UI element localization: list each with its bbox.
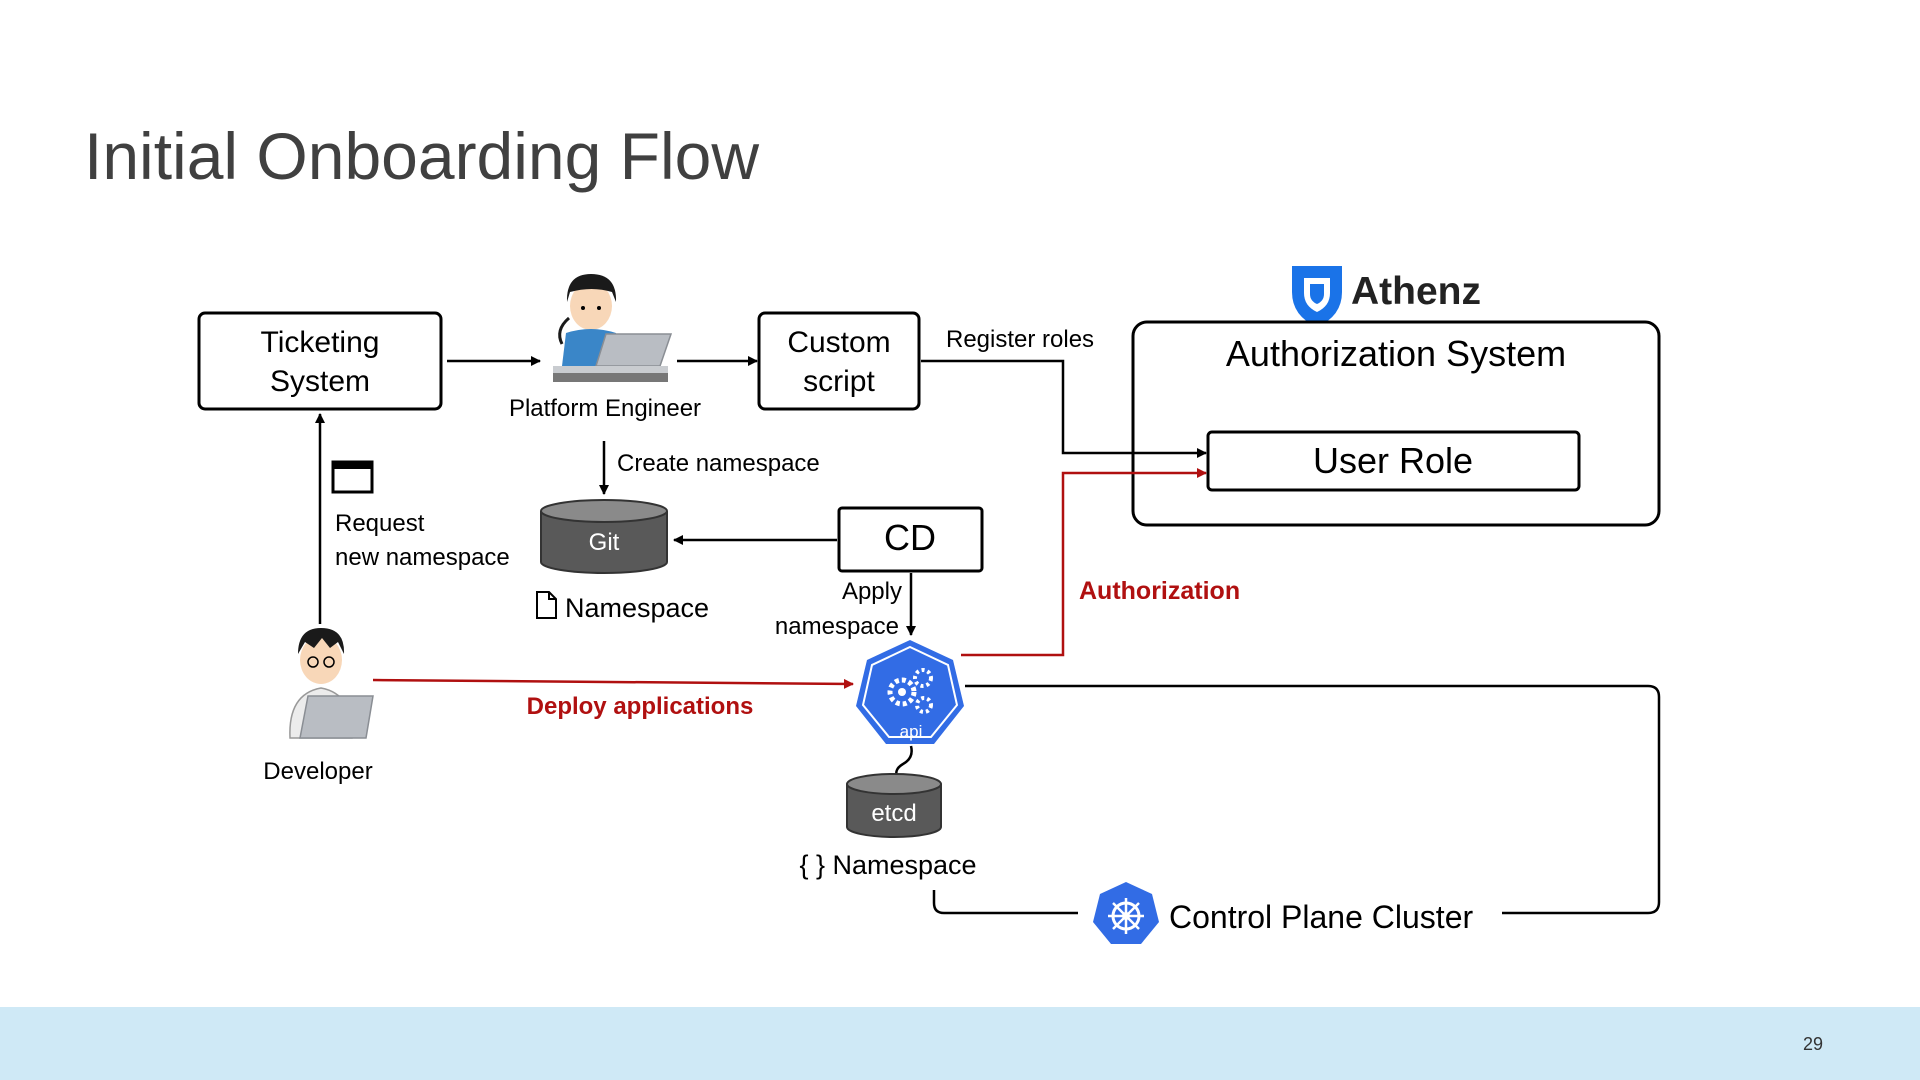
control-plane-cluster-label: Control Plane Cluster [1169,899,1473,935]
arrow-deploy-applications [372,678,854,689]
kubernetes-icon [1093,882,1159,944]
authorization-label: Authorization [1079,577,1240,605]
request-label-line1: Request [335,510,425,537]
page-title: Initial Onboarding Flow [84,119,760,193]
request-label-line2: new namespace [335,544,510,571]
browser-window-icon [331,460,374,494]
svg-text:Custom: Custom [787,326,890,359]
arrow-authorization [961,468,1207,657]
platform-engineer-label: Platform Engineer [509,395,701,422]
ticketing-system-box: Ticketing System [197,311,443,411]
etcd-namespace-label: { } Namespace [799,850,976,880]
arrow-register-roles [921,359,1207,458]
document-icon [536,591,557,619]
cd-box: CD [837,506,984,573]
user-role-box: User Role [1206,430,1581,492]
custom-script-box: Custom script [757,311,921,411]
create-namespace-label: Create namespace [617,450,820,477]
svg-text:User Role: User Role [1313,440,1473,481]
apply-label-line1: Apply [842,578,902,605]
developer-icon [289,628,374,739]
svg-text:Athenz: Athenz [1351,270,1481,313]
register-roles-label: Register roles [946,326,1094,353]
page-number: 29 [1802,1034,1823,1054]
git-repository: Git [540,499,668,574]
svg-text:CD: CD [884,517,936,558]
svg-text:Ticketing: Ticketing [261,326,380,359]
developer-label: Developer [263,758,372,785]
api-server-icon: api [856,640,964,744]
apply-label-line2: namespace [775,613,899,640]
control-plane-bracket-right [965,684,1661,915]
svg-text:api: api [900,722,923,741]
svg-text:etcd: etcd [871,800,916,827]
svg-text:System: System [270,365,370,398]
control-plane-bracket-left [932,890,1078,915]
deploy-applications-label: Deploy applications [527,693,754,720]
footer-bar [0,1007,1920,1080]
svg-text:script: script [803,365,875,398]
athenz-logo: Athenz [1292,266,1481,327]
svg-text:Authorization System: Authorization System [1226,333,1566,374]
svg-text:Git: Git [589,529,620,556]
platform-engineer-icon [553,274,673,382]
namespace-file-label: Namespace [565,593,709,623]
etcd-database: etcd [846,773,942,838]
authorization-system-box: Authorization System [1131,320,1661,527]
